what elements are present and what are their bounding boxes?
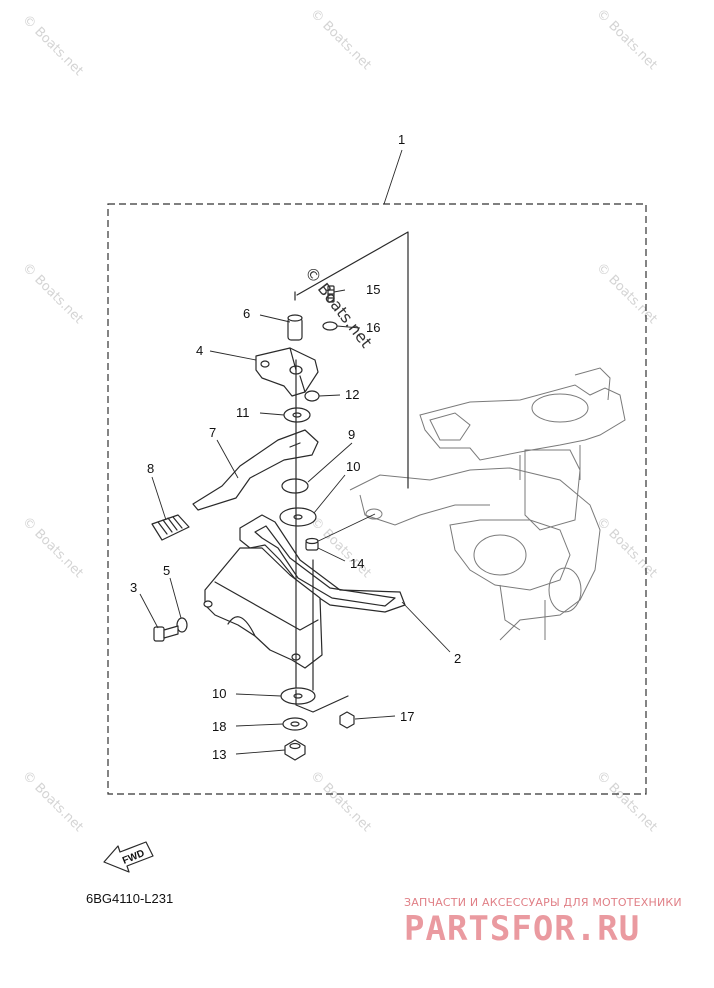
rod-guide-line [294, 231, 409, 489]
watermark: © Boats.net [307, 768, 374, 835]
link-line [309, 513, 376, 546]
leader-lines [139, 289, 451, 755]
part-15-screw [327, 285, 335, 303]
callout-1: 1 [398, 132, 405, 147]
part-10-plate-top [279, 507, 317, 527]
steering-bracket-ghost [349, 367, 626, 641]
assembly-boundary [107, 203, 647, 795]
callouts: 1 15 6 16 4 12 11 7 9 10 8 14 5 3 2 10 1… [130, 132, 461, 762]
watermark: © Boats.net [593, 260, 660, 327]
callout-18: 18 [212, 719, 226, 734]
callout-3: 3 [130, 580, 137, 595]
part-4-bracket [255, 347, 319, 397]
callout-10-top: 10 [346, 459, 360, 474]
part-11-washer [283, 407, 311, 423]
watermark: © Boats.net [593, 6, 660, 73]
callout-2: 2 [454, 651, 461, 666]
part-13-nut [284, 739, 306, 761]
part-2-plate [203, 514, 406, 669]
callout-4: 4 [196, 343, 203, 358]
diagram-code: 6BG4110-L231 [86, 891, 173, 906]
part-16-washer [322, 321, 338, 331]
watermark: © Boats.net [593, 768, 660, 835]
callout-15: 15 [366, 282, 380, 297]
stamp-logo: PARTSFOR.RU [404, 909, 640, 949]
callout-6: 6 [243, 306, 250, 321]
callout-10-bottom: 10 [212, 686, 226, 701]
callout-13: 13 [212, 747, 226, 762]
callout-11: 11 [236, 405, 250, 420]
watermark: © Boats.net [19, 12, 86, 79]
callout-17: 17 [400, 709, 414, 724]
callout-8: 8 [147, 461, 154, 476]
fwd-arrow-icon: FWD [103, 841, 154, 873]
shift-rod [295, 359, 314, 691]
stamp-tagline: ЗАПЧАСТИ И АКСЕССУАРЫ ДЛЯ МОТОТЕХНИКИ [404, 896, 682, 909]
callout-5: 5 [163, 563, 170, 578]
watermark: © Boats.net [19, 514, 86, 581]
part-10-plate-bottom [280, 687, 349, 713]
watermark: © Boats.net [307, 6, 374, 73]
callout-7: 7 [209, 425, 216, 440]
watermark: © Boats.net [19, 260, 86, 327]
callout-12: 12 [345, 387, 359, 402]
part-5-washer [176, 617, 188, 633]
watermark: © Boats.net [593, 514, 660, 581]
part-8-grip [151, 514, 190, 541]
callout-9: 9 [348, 427, 355, 442]
partsfor-stamp: ЗАПЧАСТИ И АКСЕССУАРЫ ДЛЯ МОТОТЕХНИКИ PA… [404, 896, 682, 949]
part-14-collar [305, 537, 319, 551]
part-9-washer [281, 478, 309, 494]
callout-14: 14 [350, 556, 364, 571]
part-3-bolt [153, 625, 179, 642]
leader-1 [383, 149, 403, 205]
watermark-center: © Boats.net [301, 263, 376, 352]
part-17-nut [339, 711, 355, 729]
part-7-lever [192, 429, 319, 511]
part-12-nut [304, 390, 320, 402]
watermark: © Boats.net [19, 768, 86, 835]
part-6-bolt [287, 314, 303, 341]
callout-16: 16 [366, 320, 380, 335]
watermark-layer: © Boats.net © Boats.net © Boats.net © Bo… [19, 6, 660, 835]
part-18-washer [282, 717, 308, 731]
